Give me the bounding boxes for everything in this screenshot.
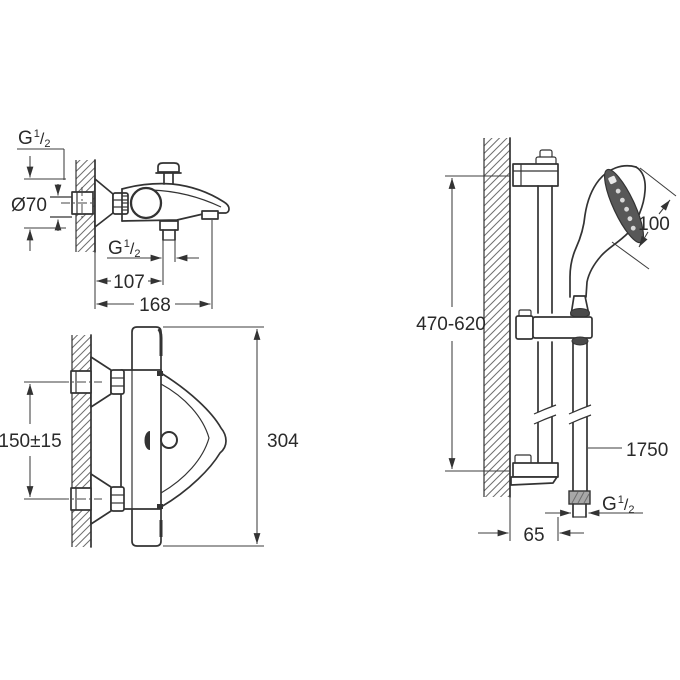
dim-304-label: 304 [267, 431, 299, 452]
shower-rail [537, 185, 553, 464]
dim-65: 65 [478, 497, 584, 546]
dim-304: 304 [163, 326, 299, 547]
dim-thread-outlet: G1/2 [107, 238, 199, 262]
dim-150: 150±15 [0, 381, 66, 500]
diverter-knob [155, 162, 182, 185]
wall-hatch-rail [483, 137, 511, 498]
spout-contour-line [151, 189, 222, 208]
view-bath-mixer-front: 150±15 304 [0, 326, 299, 548]
eco-button [144, 431, 150, 450]
hand-shower [569, 164, 647, 318]
dim-168: 168 [96, 220, 213, 316]
aerator [201, 210, 219, 220]
shower-holder [515, 309, 593, 340]
thread-label-hose: G1/2 [602, 494, 634, 516]
dim-168-label: 168 [139, 295, 171, 316]
dim-107: 107 [94, 240, 176, 309]
union-bottom [60, 473, 125, 525]
temp-button [160, 431, 178, 449]
dim-150-label: 150±15 [0, 431, 62, 452]
dim-65-label: 65 [523, 525, 544, 546]
thread-label-top: G1/2 [18, 128, 50, 150]
dim-100-label: 100 [638, 214, 670, 235]
dim-rail-470-620: 470-620 [416, 175, 510, 472]
view-bath-mixer-side: G1/2 Ø70 G1/2 107 168 [11, 128, 230, 316]
dim-escutcheon-diameter: Ø70 [11, 156, 66, 251]
dim-107-label: 107 [113, 272, 145, 293]
thermostat-body [120, 369, 162, 510]
escutcheon [94, 178, 114, 228]
union-top [60, 356, 125, 408]
bath-outlet-union [159, 220, 179, 241]
body-cylinder-top [131, 326, 163, 372]
shower-hose [568, 336, 591, 518]
wall-hatch-front [71, 334, 92, 548]
dim-1750-label: 1750 [626, 440, 668, 461]
dim-thread-hose: G1/2 [545, 494, 643, 517]
thread-label-outlet: G1/2 [108, 238, 140, 260]
dim-470-620-label: 470-620 [416, 314, 486, 335]
break-marks [533, 404, 592, 425]
spout-silhouette [157, 371, 227, 509]
rail-bottom-bracket [510, 454, 559, 486]
diameter-label: Ø70 [11, 195, 47, 216]
supply-union [50, 187, 102, 219]
view-shower-rail-set: 100 470-620 1750 G1/2 65 [416, 137, 677, 546]
dim-hose-1750: 1750 [588, 440, 668, 461]
rail-top-bracket [512, 149, 559, 187]
dim-head-100: 100 [611, 167, 677, 270]
mixer-body [121, 182, 230, 222]
handwheel [129, 186, 163, 220]
dim-thread-top: G1/2 [17, 128, 65, 231]
body-cylinder-bottom [131, 507, 163, 547]
